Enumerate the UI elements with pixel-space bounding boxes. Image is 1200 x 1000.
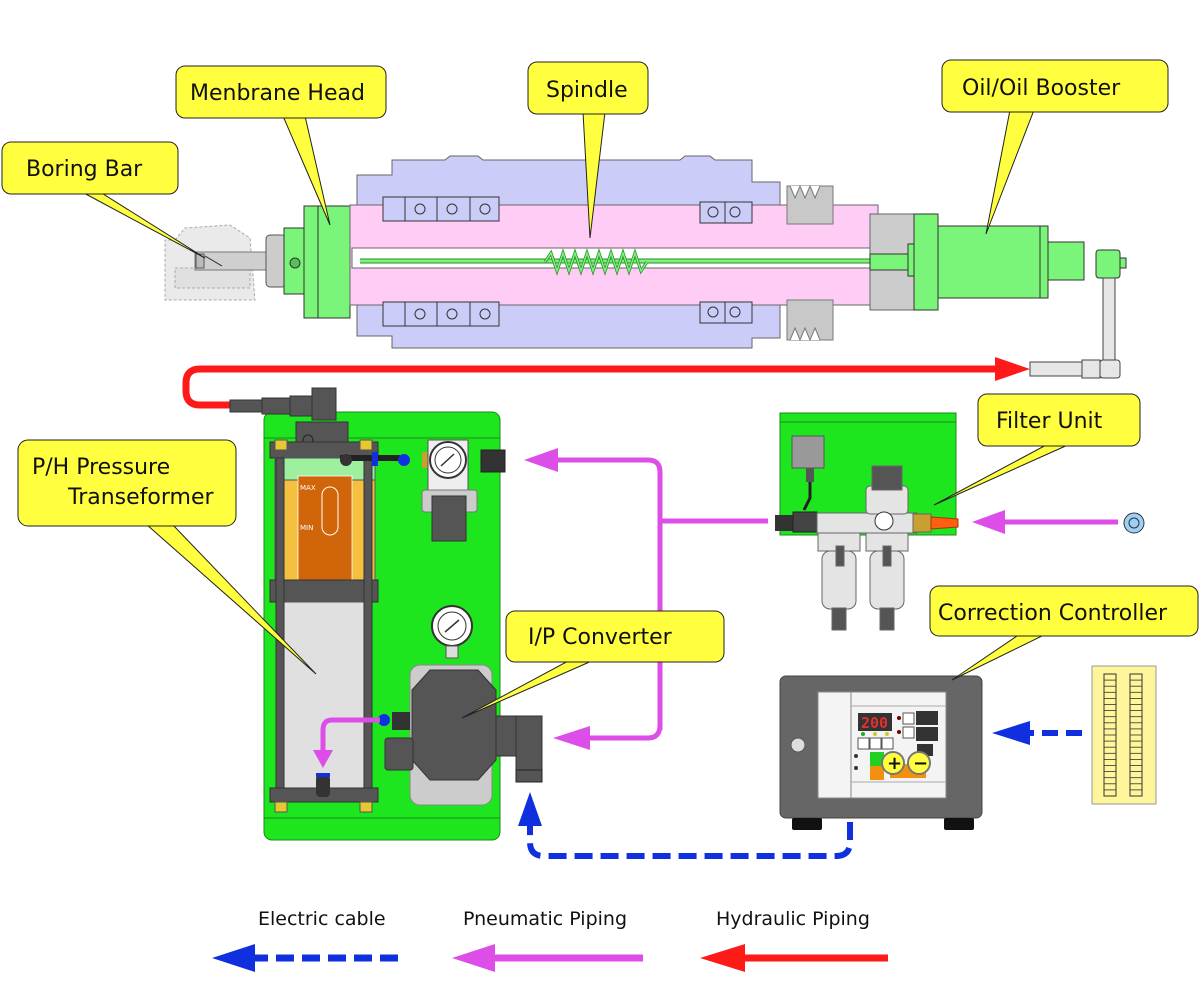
- legend-electric-label: Electric cable: [258, 908, 386, 930]
- boring-bar: [194, 251, 268, 271]
- sensor-strip: [1091, 665, 1157, 805]
- filter-unit-label: Filter Unit: [996, 409, 1103, 434]
- callout-ip-converter: I/P Converter: [461, 610, 725, 719]
- bearings: [382, 196, 753, 327]
- membrane-head-label: Menbrane Head: [190, 81, 365, 106]
- ip-converter: [378, 605, 543, 806]
- ph-transformer-label-line1: P/H Pressure: [32, 455, 170, 480]
- internal-pneumatic-pipe: [320, 717, 380, 752]
- callout-membrane-head: Menbrane Head: [175, 65, 387, 226]
- booster-label: Oil/Oil Booster: [962, 76, 1121, 101]
- callout-spindle: Spindle: [527, 61, 649, 239]
- max-label: MAX: [300, 484, 316, 492]
- callout-correction-controller: Correction Controller: [929, 585, 1199, 681]
- callout-booster: Oil/Oil Booster: [941, 59, 1169, 235]
- boring-bar-label: Boring Bar: [26, 157, 143, 182]
- minus-button[interactable]: −: [907, 751, 931, 775]
- ph-transformer-label-line2: Transeformer: [67, 485, 215, 510]
- plus-label: +: [887, 753, 902, 774]
- ip-converter-label: I/P Converter: [528, 625, 673, 650]
- legend-pneumatic-label: Pneumatic Piping: [463, 908, 627, 930]
- legend-hydraulic: Hydraulic Piping: [700, 908, 888, 972]
- min-label: MIN: [300, 524, 313, 532]
- oil-oil-booster: [913, 213, 939, 311]
- filter-panel: [775, 412, 959, 631]
- ph-panel: MAX MIN: [229, 387, 543, 841]
- pulley: [786, 184, 834, 342]
- callout-filter-unit: Filter Unit: [933, 393, 1141, 506]
- callout-boring-bar: Boring Bar: [1, 141, 206, 259]
- correction-controller: 200 + −: [779, 675, 983, 830]
- correction-controller-label: Correction Controller: [938, 601, 1168, 626]
- legend: Electric cable Pneumatic Piping Hydrauli…: [212, 908, 888, 972]
- legend-electric: Electric cable: [212, 908, 400, 972]
- spindle-label: Spindle: [546, 78, 628, 103]
- hydraulic-pipe: [182, 365, 1000, 409]
- air-supply-inlet: [1123, 512, 1145, 534]
- legend-pneumatic: Pneumatic Piping: [452, 908, 643, 972]
- filter-unit: [816, 465, 959, 631]
- minus-label: −: [913, 753, 928, 774]
- callout-ph-transformer: P/H Pressure Transeformer: [17, 439, 317, 675]
- controller-display: 200: [861, 714, 888, 732]
- legend-hydraulic-label: Hydraulic Piping: [716, 908, 870, 930]
- spindle-assembly: [164, 155, 1127, 379]
- hydraulic-arrowhead: [995, 357, 1030, 381]
- plus-button[interactable]: +: [881, 751, 905, 775]
- electric-cable-controller: [527, 820, 853, 859]
- regulator: [340, 439, 506, 542]
